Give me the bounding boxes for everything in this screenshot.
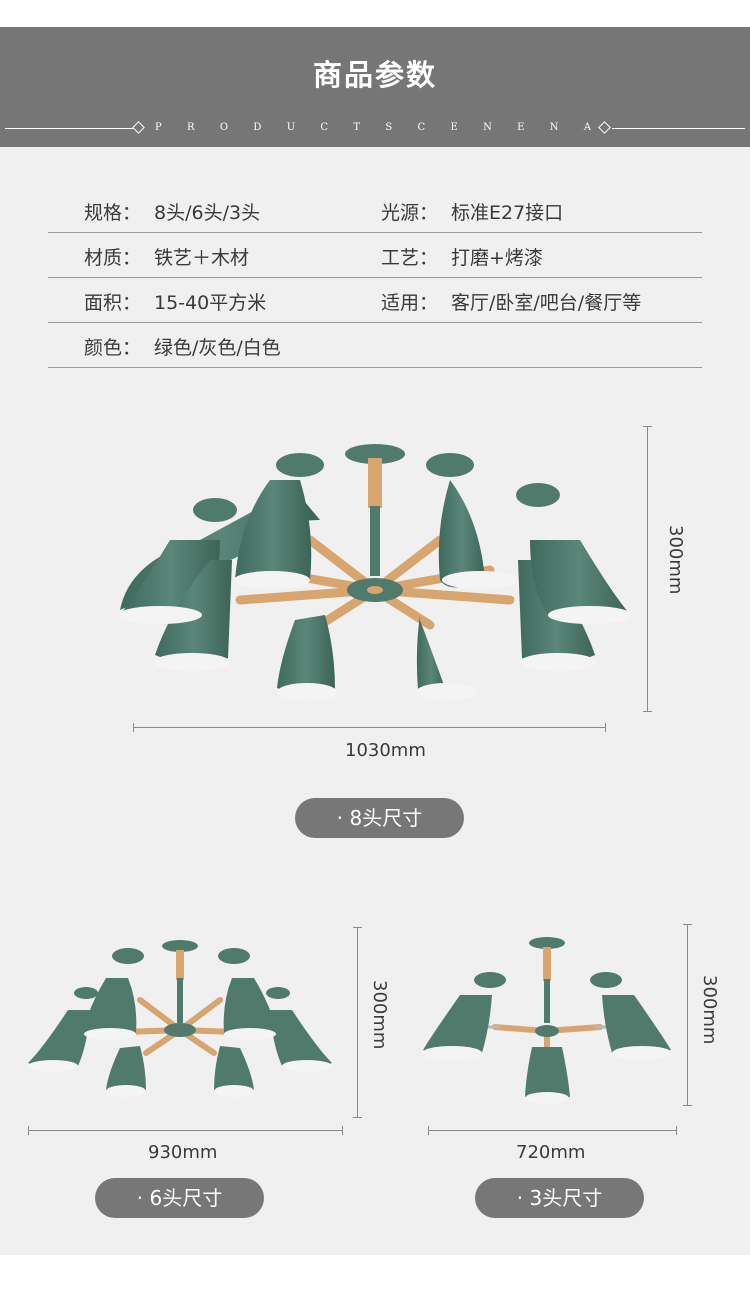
spec-row: 颜色： 绿色/灰色/白色 [48,323,702,368]
width-label: 930mm [148,1142,218,1163]
dimension-tick [605,723,606,732]
header-subtitle-letter: C [417,122,426,133]
header-subtitle-letter: A [583,122,591,133]
height-label: 300mm [665,525,686,595]
header-subtitle-letter: R [187,122,195,133]
dimension-line-height [687,924,688,1106]
dimension-line-width [428,1130,677,1131]
dimension-tick [428,1126,429,1135]
spec-value: 打磨+烤漆 [451,247,543,269]
dimension-tick [643,426,652,427]
dimension-tick [353,1117,362,1118]
header-decor-line-left [5,128,133,129]
width-label: 1030mm [345,740,426,761]
header-decor-line-right [612,128,745,129]
size-badge-6-head: · 6头尺寸 [95,1178,264,1218]
height-label: 300mm [699,975,720,1045]
header-subtitle-letter: U [286,122,296,133]
header-subtitle-letter: N [483,122,492,133]
dimension-line-width [28,1130,343,1131]
dimension-tick [342,1126,343,1135]
spec-label: 光源： [381,202,439,224]
chandelier-6-head-image [28,940,332,1097]
dimension-tick [28,1126,29,1135]
size-badge-8-head: · 8头尺寸 [295,798,464,838]
chandelier-3-head-image [422,937,672,1104]
spec-row: 规格： 8头/6头/3头 光源： 标准E27接口 [48,188,702,233]
header-subtitle-letter: E [517,122,525,133]
dimension-tick [676,1126,677,1135]
header-subtitle-letter: D [253,122,262,133]
spec-label: 面积： [84,292,142,314]
dimension-line-height [357,927,358,1118]
dimension-tick [683,1105,692,1106]
dimension-line-width [133,727,606,728]
header-subtitle-letter: P [155,122,162,133]
spec-label: 规格： [84,202,142,224]
header-subtitle-letter: S [385,122,393,133]
header-subtitle-letter: N [549,122,559,133]
header-banner [0,27,750,147]
dimension-line-height [647,426,648,712]
spec-value: 客厅/卧室/吧台/餐厅等 [451,292,642,314]
spec-label: 颜色： [84,337,142,359]
height-label: 300mm [369,980,390,1050]
dimension-tick [133,723,134,732]
chandelier-8-head-image [118,444,632,701]
spec-value: 铁艺＋木材 [154,247,250,269]
spec-value: 绿色/灰色/白色 [154,337,281,359]
spec-row: 面积： 15-40平方米 适用： 客厅/卧室/吧台/餐厅等 [48,278,702,323]
spec-label: 材质： [84,247,142,269]
spec-value: 15-40平方米 [154,292,267,314]
header-subtitle-letter: T [353,122,361,133]
width-label: 720mm [516,1142,586,1163]
page-title: 商品参数 [312,58,437,92]
dimension-tick [643,711,652,712]
header-subtitle-letter: E [450,122,458,133]
dimension-tick [353,927,362,928]
spec-label: 适用： [381,292,439,314]
spec-value: 8头/6头/3头 [154,202,261,224]
dimension-tick [683,924,692,925]
size-badge-3-head: · 3头尺寸 [475,1178,644,1218]
spec-row: 材质： 铁艺＋木材 工艺： 打磨+烤漆 [48,233,702,278]
spec-value: 标准E27接口 [451,202,564,224]
header-subtitle-letter: O [219,122,229,133]
header-subtitle-letter: C [320,122,329,133]
spec-label: 工艺： [381,247,439,269]
